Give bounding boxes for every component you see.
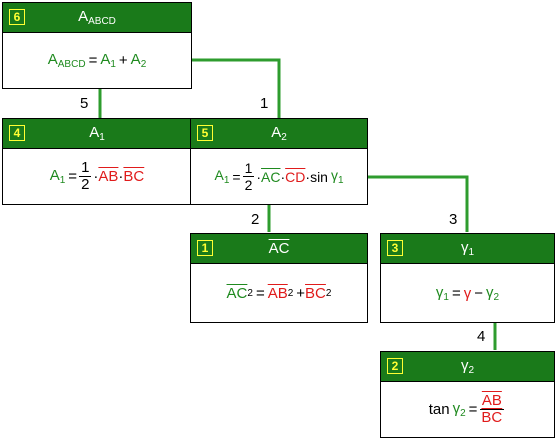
node-title: A1 <box>89 124 105 143</box>
node-header: 5 A2 <box>191 119 367 149</box>
edge-label-6-5: 1 <box>260 95 269 112</box>
step-badge: 4 <box>9 125 25 141</box>
step-badge: 1 <box>197 240 213 256</box>
edge-label-6-4: 5 <box>80 95 89 112</box>
node-formula: AABCD = A1 + A2 <box>47 51 147 70</box>
node-header: 3 γ1 <box>381 234 554 264</box>
step-badge: 5 <box>197 125 213 141</box>
node-title: AC <box>268 240 290 257</box>
node-angle-gamma1[interactable]: 3 γ1 γ1 = γ − γ2 <box>380 233 555 323</box>
node-header: 1 AC <box>191 234 367 264</box>
node-area-abcd[interactable]: 6 AABCD AABCD = A1 + A2 <box>2 2 192 89</box>
node-title: A2 <box>271 124 287 143</box>
step-badge: 2 <box>387 358 403 374</box>
node-formula: γ1 = γ − γ2 <box>435 283 500 303</box>
step-badge: 3 <box>387 240 403 256</box>
edge-label-5-3: 3 <box>449 211 458 228</box>
node-header: 6 AABCD <box>3 3 191 33</box>
connector-5-to-3 <box>360 175 469 232</box>
node-header: 2 γ2 <box>381 352 554 382</box>
node-title: AABCD <box>78 8 116 27</box>
node-header: 4 A1 <box>3 119 191 149</box>
node-title: γ1 <box>460 239 475 258</box>
step-badge: 6 <box>9 9 25 25</box>
edge-label-3-2: 4 <box>477 328 486 345</box>
edge-label-5-1: 2 <box>251 211 260 228</box>
node-title: γ2 <box>460 357 475 376</box>
